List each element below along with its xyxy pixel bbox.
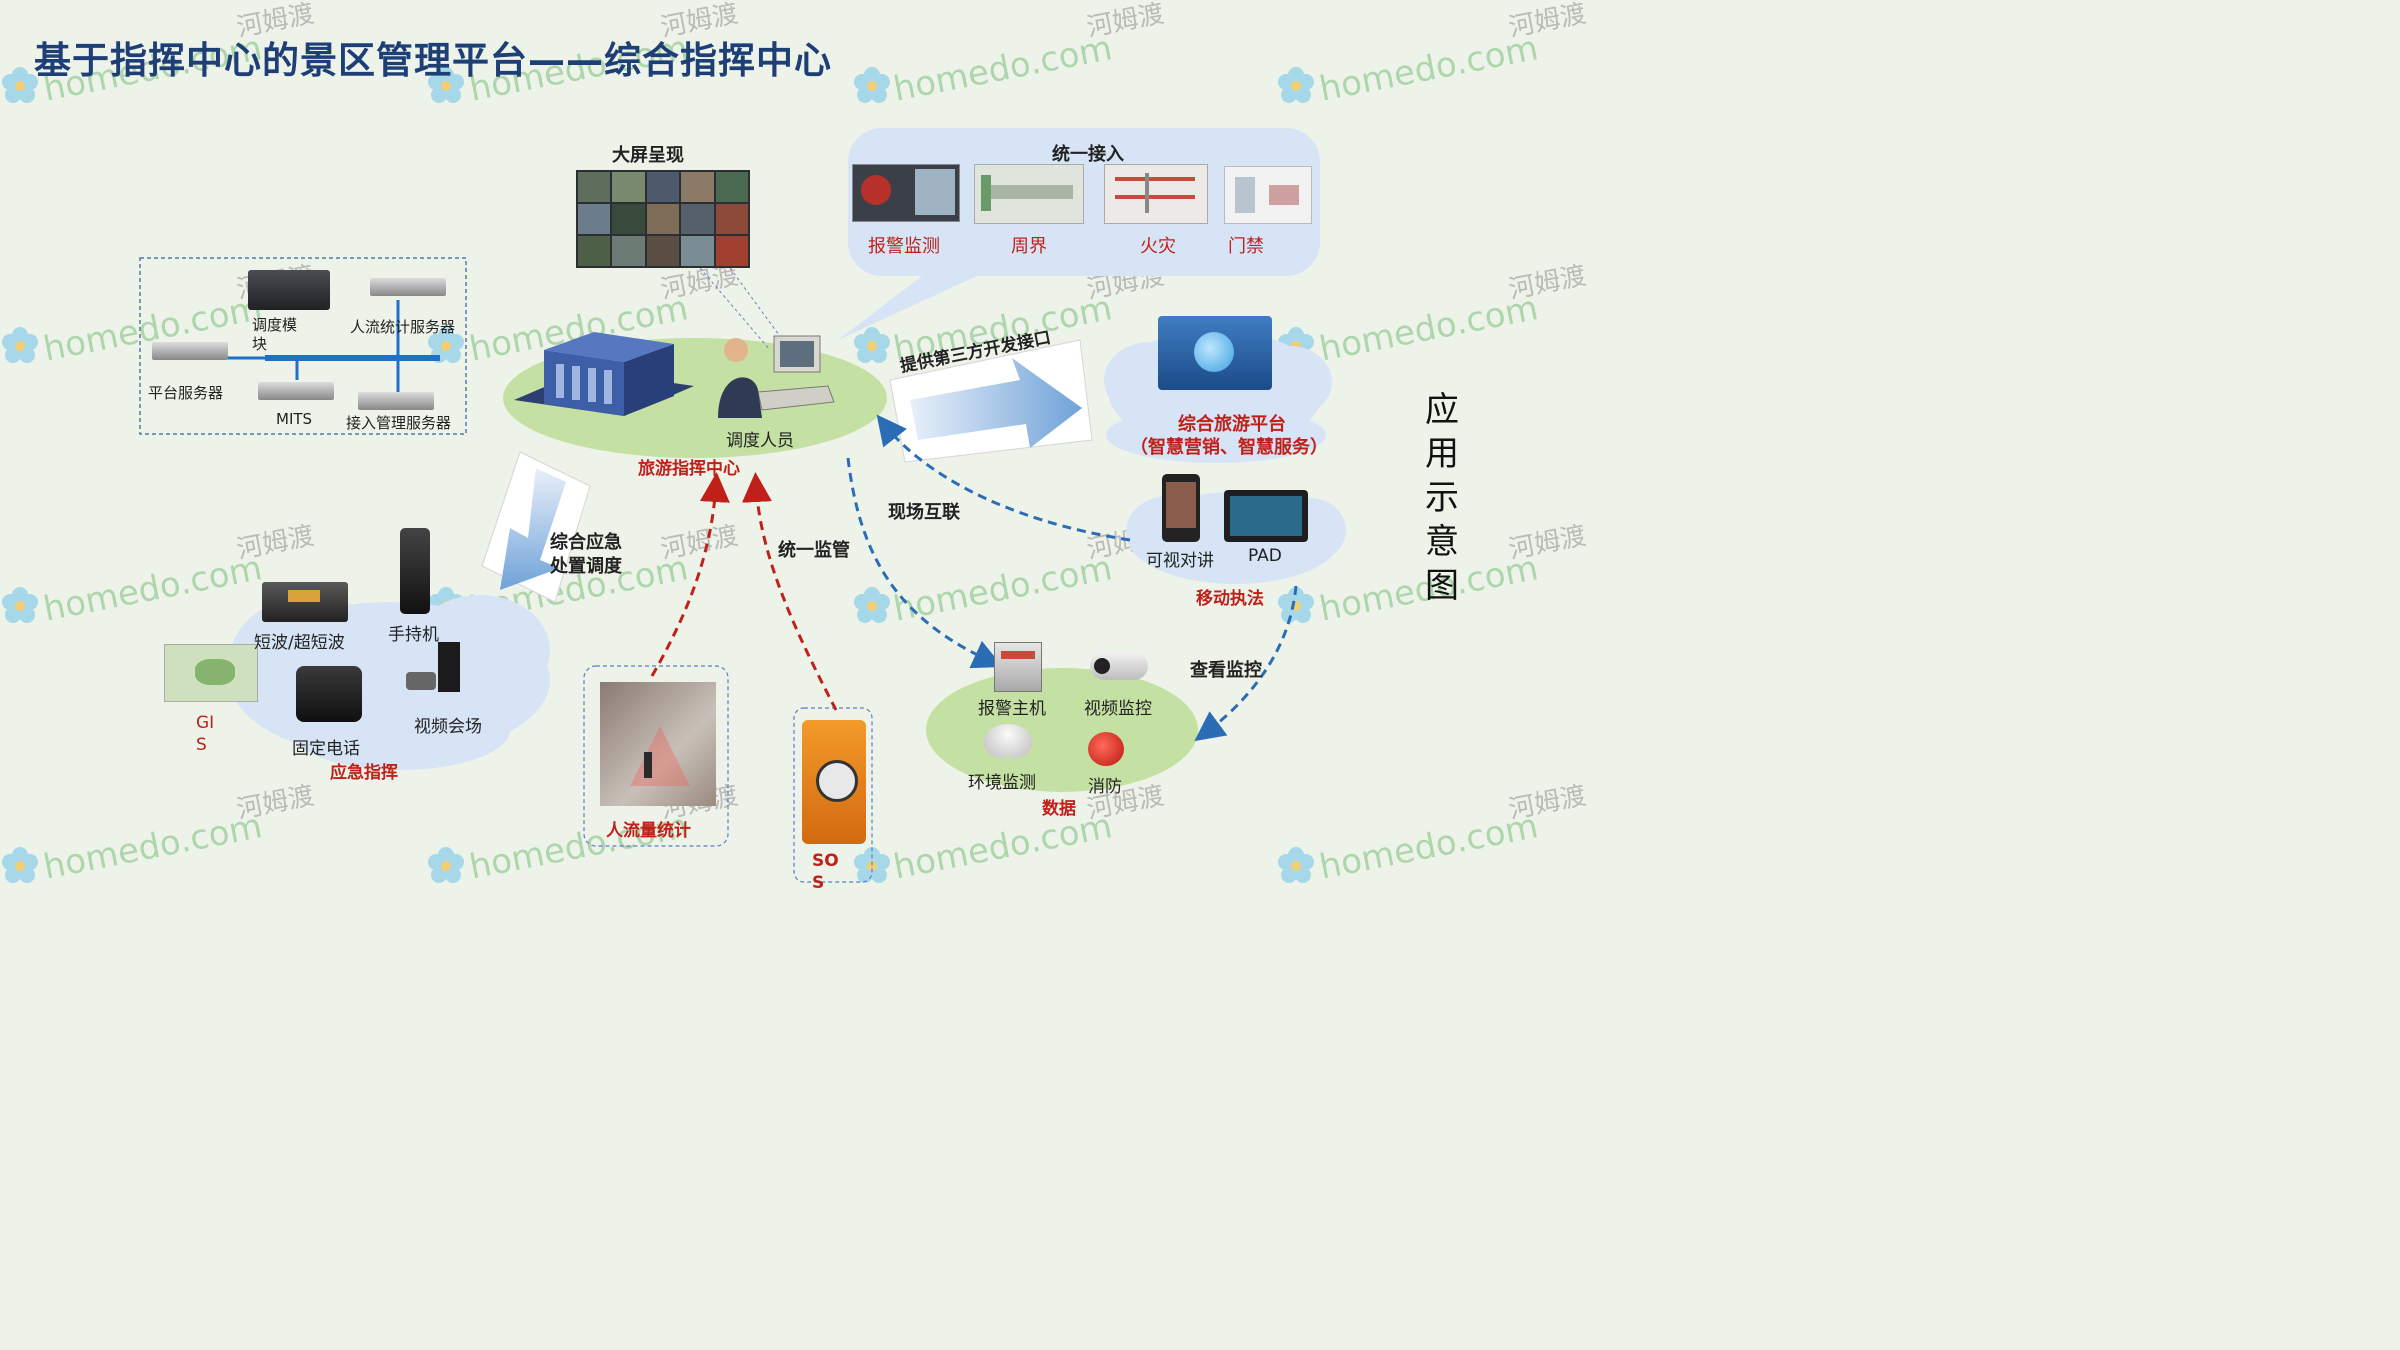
unified-supervision-label: 统一监管 (778, 540, 850, 561)
access-server-label: 接入管理服务器 (346, 414, 452, 432)
side-label-char: 应 (1425, 390, 1459, 430)
view-monitor-label: 查看监控 (1190, 660, 1262, 681)
access-control-thumb (1224, 166, 1312, 224)
dispatch-module-label: 调度模块 (252, 316, 298, 353)
flow-stats-server-label: 人流统计服务器 (350, 318, 456, 336)
fire-protection-label: 消防 (1088, 777, 1122, 797)
video-conference-icon (402, 642, 468, 698)
emergency-command-label: 应急指挥 (330, 763, 398, 783)
video-wall (576, 170, 750, 268)
perimeter-thumb (974, 164, 1084, 224)
video-conference-label: 视频会场 (414, 717, 482, 737)
sos-label: SOS (812, 851, 839, 893)
shortwave-radio-icon (262, 582, 348, 622)
environment-monitoring-label: 环境监测 (968, 773, 1036, 793)
platform-server-icon (152, 342, 228, 360)
smoke-detector-icon (984, 724, 1032, 758)
access-control-label: 门禁 (1228, 236, 1264, 257)
shortwave-label: 短波/超短波 (254, 633, 345, 653)
sos-device-icon (802, 720, 866, 844)
flow-stats-server-icon (370, 278, 446, 296)
side-label-char: 图 (1425, 566, 1459, 606)
gis-label: GIS (196, 713, 215, 755)
emergency-dispatch-arrow (481, 451, 591, 603)
perimeter-label: 周界 (1011, 236, 1047, 257)
command-center-label: 旅游指挥中心 (638, 459, 740, 479)
flow-stats-camera-image (600, 682, 716, 806)
handheld-label: 手持机 (388, 625, 439, 645)
mobile-enforcement-label: 移动执法 (1196, 589, 1264, 609)
big-screen-label: 大屏呈现 (612, 145, 684, 166)
pad-device-icon (1224, 490, 1308, 542)
platform-server-label: 平台服务器 (148, 384, 224, 402)
emergency-dispatch-line2: 处置调度 (550, 556, 622, 577)
mits-label: MITS (276, 410, 313, 428)
access-server-icon (358, 392, 434, 410)
onsite-link-label: 现场互联 (888, 502, 960, 523)
server-group-box (139, 257, 467, 435)
video-intercom-label: 可视对讲 (1146, 551, 1214, 571)
page-title: 基于指挥中心的景区管理平台——综合指挥中心 (34, 39, 832, 82)
data-label: 数据 (1042, 799, 1076, 819)
side-label-char: 示 (1425, 478, 1459, 518)
alarm-host-icon (994, 642, 1042, 692)
camera-icon (1090, 652, 1148, 680)
flow-stats-label: 人流量统计 (606, 821, 691, 841)
flow-stats-box (583, 665, 729, 847)
sos-to-center-arrow (741, 472, 838, 711)
tourism-platform-name: 综合旅游平台 (1178, 414, 1286, 435)
fixed-phone-label: 固定电话 (292, 739, 360, 759)
onsite-link-arrow (876, 414, 1131, 542)
data-oval (926, 668, 1198, 792)
handheld-radio-icon (400, 528, 430, 614)
view-monitor-arrow (1194, 585, 1298, 742)
flow-to-center-arrow (650, 472, 730, 677)
government-building-icon (514, 332, 694, 416)
alarm-monitor-label: 报警监测 (868, 236, 940, 257)
video-intercom-device-icon (1162, 474, 1200, 542)
third-party-arrow (889, 339, 1093, 463)
emergency-dispatch-line1: 综合应急 (550, 532, 622, 553)
fire-label: 火灾 (1140, 236, 1176, 257)
fire-thumb (1104, 164, 1208, 224)
side-label: 应 用 示 意 图 (1418, 388, 1466, 608)
gis-map-thumb (164, 644, 258, 702)
dispatch-module-server-icon (248, 270, 330, 310)
alarm-monitor-thumb (852, 164, 960, 222)
tourism-platform-image (1158, 316, 1272, 390)
unified-access-title: 统一接入 (1052, 144, 1124, 165)
fixed-phone-icon (296, 666, 362, 722)
operator-label: 调度人员 (726, 431, 794, 451)
side-label-char: 意 (1425, 522, 1459, 562)
supervision-arrow (846, 457, 1003, 669)
operator-workstation-icon (718, 335, 835, 418)
fire-alarm-bell-icon (1088, 732, 1124, 766)
mits-server-icon (258, 382, 334, 400)
sos-box (793, 707, 873, 883)
side-label-char: 用 (1425, 434, 1459, 474)
alarm-host-label: 报警主机 (978, 699, 1046, 719)
pad-label: PAD (1248, 546, 1282, 566)
tourism-platform-sub: （智慧营销、智慧服务） (1130, 437, 1328, 458)
video-monitoring-label: 视频监控 (1084, 699, 1152, 719)
